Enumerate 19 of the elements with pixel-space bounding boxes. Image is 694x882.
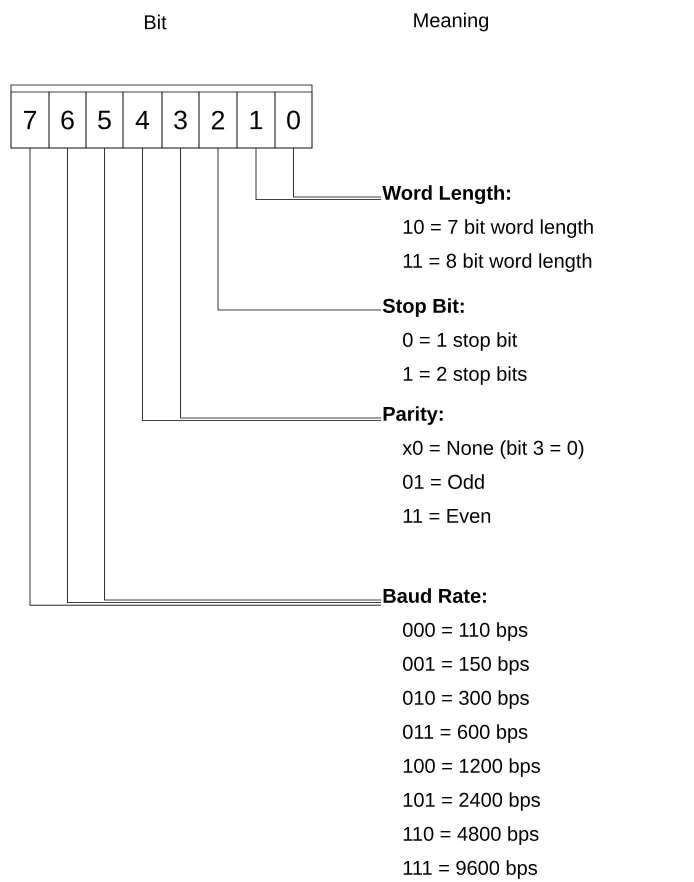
connector-line bbox=[293, 148, 382, 198]
bit-cell: 0 bbox=[274, 92, 312, 148]
column-heading: Meaning bbox=[414, 12, 488, 32]
field-description: Stop Bit: 0 = 1 stop bit 1 = 2 stop bits bbox=[382, 298, 527, 385]
bit-cell: 4 bbox=[122, 92, 162, 148]
connector-line bbox=[256, 148, 382, 200]
column-heading: Bit bbox=[144, 14, 167, 30]
field-description: Word Length: 10 = 7 bit word length 11 = 8 bit word length bbox=[382, 185, 593, 272]
field-description: Parity: x0 = None (bit 3 = 0) 01 = Odd 11 = Even bbox=[384, 406, 584, 523]
connector-line bbox=[142, 148, 382, 421]
bit-cell: 3 bbox=[162, 92, 200, 148]
bit-cell: 1 bbox=[236, 92, 276, 148]
bit-cell: 7 bbox=[10, 92, 50, 148]
connector-line bbox=[180, 148, 382, 418]
bit-cell: 5 bbox=[86, 92, 124, 148]
bit-cell: 6 bbox=[48, 92, 86, 148]
field-description: Baud Rate: 000 = 110 bps 001 = 150 bps 010 = 300 bps 011 = 600 bps 100 = 1200 bps 101 = 2400 bps 110 = 4800 bps 111 = 9600 bps bbox=[384, 588, 540, 879]
bit-cell: 2 bbox=[198, 92, 238, 148]
connector-line bbox=[218, 148, 382, 310]
